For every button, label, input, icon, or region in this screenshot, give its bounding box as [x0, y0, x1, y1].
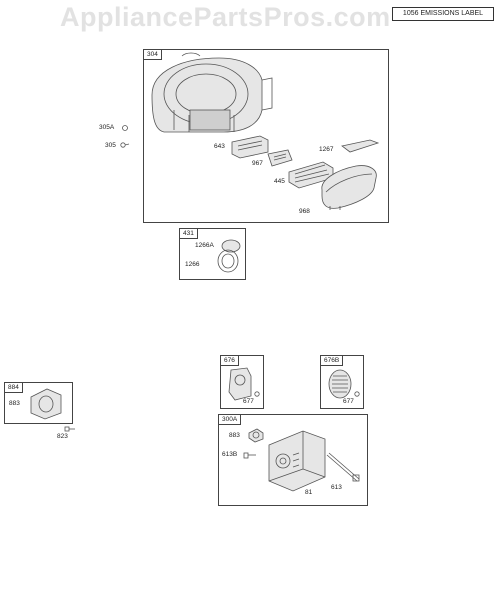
label-967: 967 [252, 160, 263, 167]
label-445: 445 [274, 178, 285, 185]
plate-1267-illustration [341, 139, 380, 153]
label-677-b: 677 [343, 398, 354, 405]
heat-shield-676b-illustration [328, 369, 352, 399]
label-883-left: 883 [9, 400, 20, 407]
label-613b: 613B [222, 451, 238, 458]
group-884-tag: 884 [5, 383, 23, 393]
bolt-823-icon [64, 426, 75, 432]
cover-968-illustration [321, 165, 377, 210]
screw-305a-icon [122, 125, 128, 131]
label-823: 823 [57, 433, 68, 440]
label-883-muffler: 883 [229, 432, 240, 439]
seal-431-illustration [217, 239, 241, 273]
label-967-illustration [267, 149, 293, 167]
label-81: 81 [305, 489, 313, 496]
heat-shield-676-illustration [228, 367, 252, 401]
group-676b-tag: 676B [321, 356, 344, 366]
label-1266a: 1266A [195, 242, 214, 249]
watermark-text: AppliancePartsPros.com [60, 2, 391, 32]
group-300a-frame[interactable]: 300A 883 613B 81 613 [218, 414, 368, 506]
group-676-tag: 676 [221, 356, 239, 366]
label-305a: 305A [99, 124, 115, 131]
blower-housing-illustration [151, 52, 273, 133]
group-676-frame[interactable]: 676 677 [220, 355, 264, 409]
pipe-613-illustration [326, 452, 360, 482]
group-431-tag: 431 [180, 229, 198, 239]
group-431-frame[interactable]: 431 1266A 1266 [179, 228, 246, 280]
muffler-illustration [268, 430, 326, 492]
gasket-883-illustration [248, 428, 264, 443]
label-305: 305 [105, 142, 116, 149]
group-304-tag: 304 [144, 50, 162, 60]
label-1267: 1267 [319, 146, 334, 153]
screw-305-icon [120, 142, 130, 148]
label-643: 643 [214, 143, 225, 150]
bolt-613b-icon [243, 452, 256, 459]
group-676b-frame[interactable]: 676B 677 [320, 355, 364, 409]
gasket-884-illustration [30, 388, 62, 420]
cover-643-illustration [231, 135, 269, 159]
label-613: 613 [331, 484, 342, 491]
group-304-frame[interactable]: 304 643 967 1267 445 968 [143, 49, 389, 223]
screw-677-icon [254, 391, 260, 397]
emissions-label-box[interactable]: 1056 EMISSIONS LABEL [392, 7, 494, 21]
label-677-a: 677 [243, 398, 254, 405]
group-300a-tag: 300A [219, 415, 242, 425]
group-884-frame[interactable]: 884 883 [4, 382, 73, 424]
label-968: 968 [299, 208, 310, 215]
screw-677b-icon [354, 391, 360, 397]
label-1266: 1266 [185, 261, 200, 268]
